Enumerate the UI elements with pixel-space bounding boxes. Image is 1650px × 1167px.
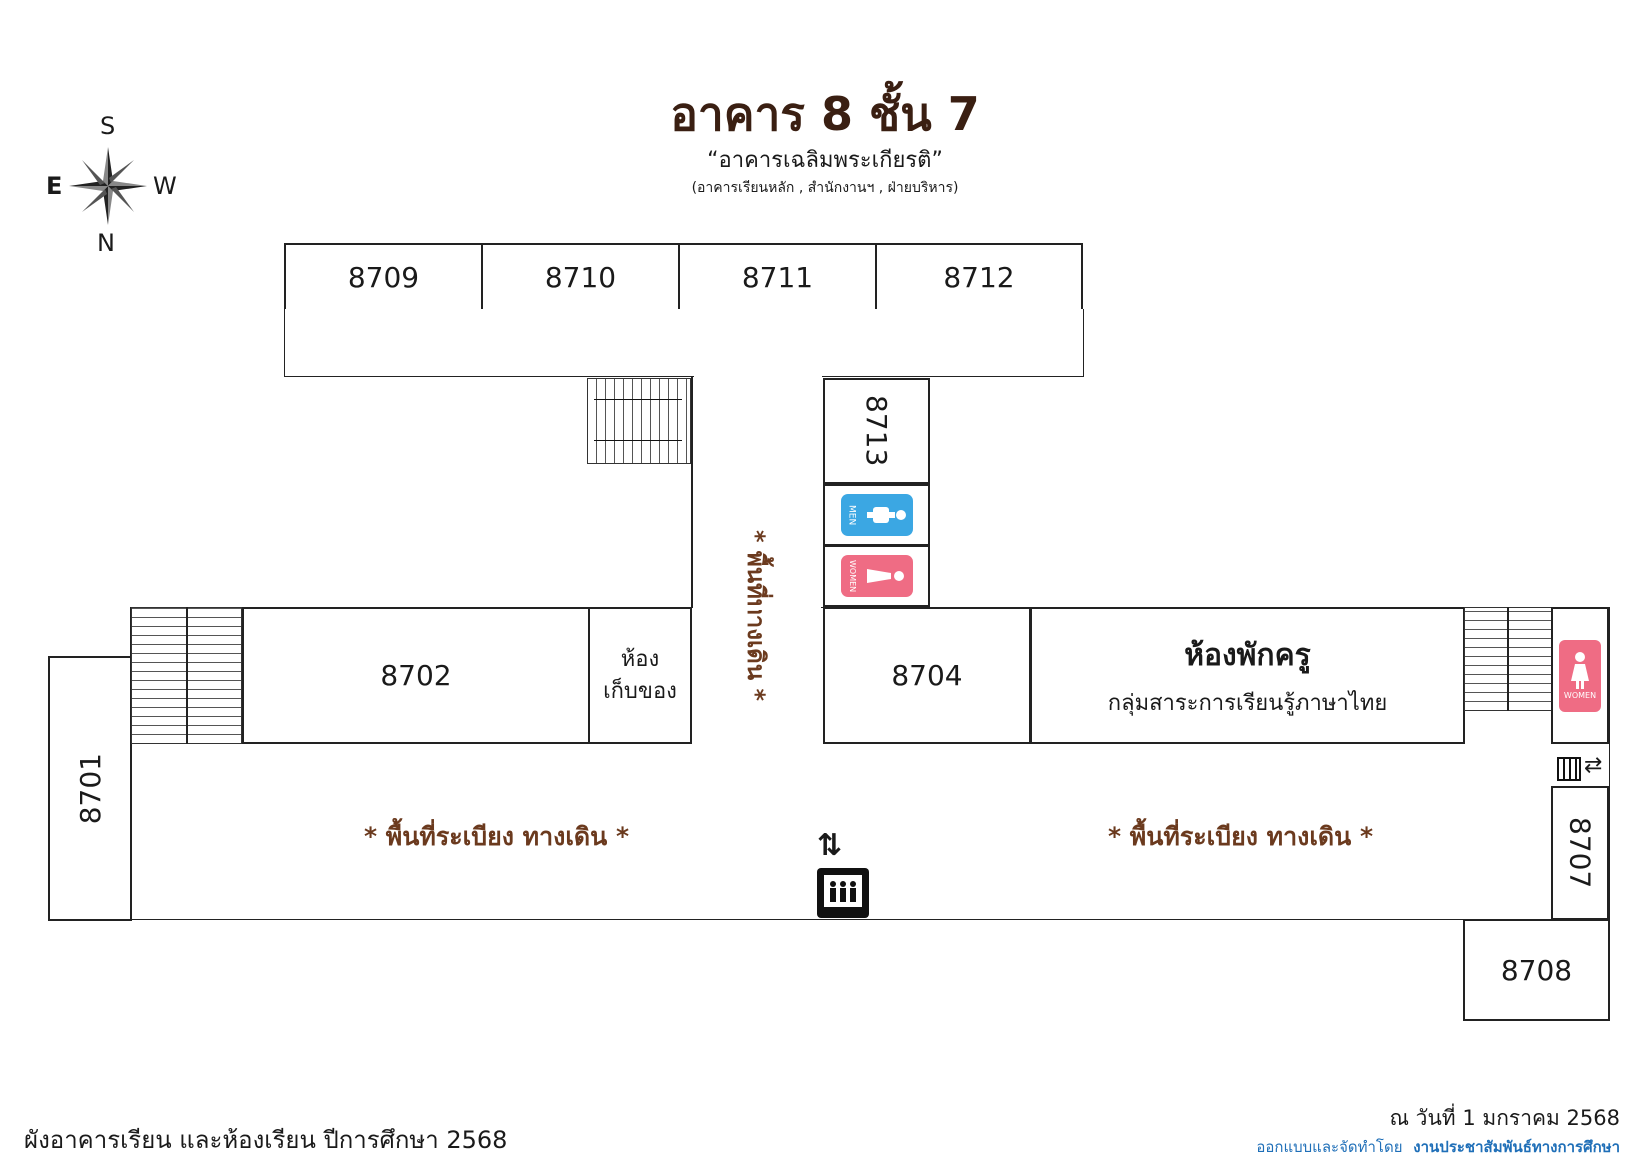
stairs-icon (587, 378, 691, 464)
compass-label-w: W (153, 172, 177, 200)
room-8708[interactable]: 8708 (1463, 919, 1610, 1021)
staff-room-subtitle: กลุ่มสาระการเรียนรู้ภาษาไทย (1107, 690, 1388, 716)
corridor-label-right: * พื้นที่ระเบียง ทางเดิน * (1108, 822, 1374, 851)
storage-label-line2: เก็บของ (603, 678, 677, 704)
footer-date: ณ วันที่ 1 มกราคม 2568 (1389, 1106, 1621, 1130)
women-restroom-west[interactable]: WOMEN (1551, 607, 1609, 744)
stair-arrow-lower (594, 440, 682, 441)
compass-rose: S E W N (40, 112, 190, 257)
elevator-icon: ⇅ (815, 828, 871, 920)
footer-credit: ออกแบบและจัดทำโดย งานประชาสัมพันธ์ทางการ… (1256, 1135, 1620, 1159)
women-label: WOMEN (1563, 691, 1597, 700)
elevator-car (817, 868, 869, 918)
elevator-arrows: ⇅ (817, 828, 843, 863)
stair-west-divider (186, 607, 188, 744)
stair-arrow-upper (594, 399, 682, 400)
room-8712[interactable]: 8712 (875, 243, 1083, 311)
service-lift-icon: ⇄ (1557, 753, 1603, 785)
compass-label-e: E (46, 172, 63, 200)
room-8709[interactable]: 8709 (284, 243, 483, 311)
room-8713-label: 8713 (860, 395, 893, 467)
building-name: “อาคารเฉลิมพระเกียรติ” (707, 148, 943, 173)
woman-figure (1571, 652, 1589, 689)
room-8702[interactable]: 8702 (242, 607, 590, 744)
room-8710[interactable]: 8710 (481, 243, 680, 311)
women-restroom-east-wing[interactable]: WOMEN (823, 545, 930, 607)
room-8701-label: 8701 (73, 752, 107, 825)
room-8707[interactable]: 8707 (1551, 786, 1609, 920)
staff-room-title: ห้องพักครู (1184, 637, 1311, 673)
service-lift-arrows: ⇄ (1584, 753, 1603, 778)
compass-label-s: S (100, 112, 116, 140)
elevator-door (824, 875, 862, 907)
room-8704[interactable]: 8704 (823, 607, 1031, 744)
corridor-label-vertical: * พื้นที่ทางเดิน * (742, 530, 770, 702)
compass-label-n: N (97, 229, 115, 257)
men-restroom-icon: MEN (840, 494, 913, 536)
storage-room[interactable]: ห้อง เก็บของ (588, 607, 692, 744)
building-note: (อาคารเรียนหลัก , สำนักงานฯ , ฝ่ายบริหาร… (691, 180, 959, 196)
storage-label-line1: ห้อง (620, 646, 660, 672)
elevator-people (830, 881, 856, 902)
room-8711[interactable]: 8711 (678, 243, 877, 311)
north-corridor (284, 309, 1084, 377)
men-restroom[interactable]: MEN (823, 484, 930, 546)
corridor-label-left: * พื้นที่ระเบียง ทางเดิน * (364, 822, 630, 851)
room-8701[interactable]: 8701 (48, 656, 132, 921)
corridor-top-mask (693, 605, 821, 610)
woman-figure (867, 569, 904, 583)
staff-room[interactable]: ห้องพักครู กลุ่มสาระการเรียนรู้ภาษาไทย (1030, 607, 1465, 744)
compass-rose-icon (69, 147, 147, 225)
women-label: WOMEN (848, 559, 857, 593)
service-lift-box (1557, 757, 1581, 781)
page-title: อาคาร 8 ชั้น 7 (670, 87, 980, 141)
women-restroom-icon: WOMEN (840, 555, 913, 597)
room-8713[interactable]: 8713 (823, 378, 930, 484)
women-restroom-icon: WOMEN (1559, 639, 1601, 712)
wall-left-connector (691, 377, 693, 607)
corridor-gap-mask (694, 374, 822, 380)
credit-prefix: ออกแบบและจัดทำโดย (1256, 1138, 1403, 1156)
stair-east-divider (1507, 607, 1509, 711)
credit-org: งานประชาสัมพันธ์ทางการศึกษา (1413, 1138, 1620, 1156)
footer-caption: ผังอาคารเรียน และห้องเรียน ปีการศึกษา 25… (24, 1126, 508, 1154)
man-figure (866, 507, 906, 523)
men-label: MEN (846, 504, 857, 526)
room-8707-label: 8707 (1563, 817, 1597, 889)
